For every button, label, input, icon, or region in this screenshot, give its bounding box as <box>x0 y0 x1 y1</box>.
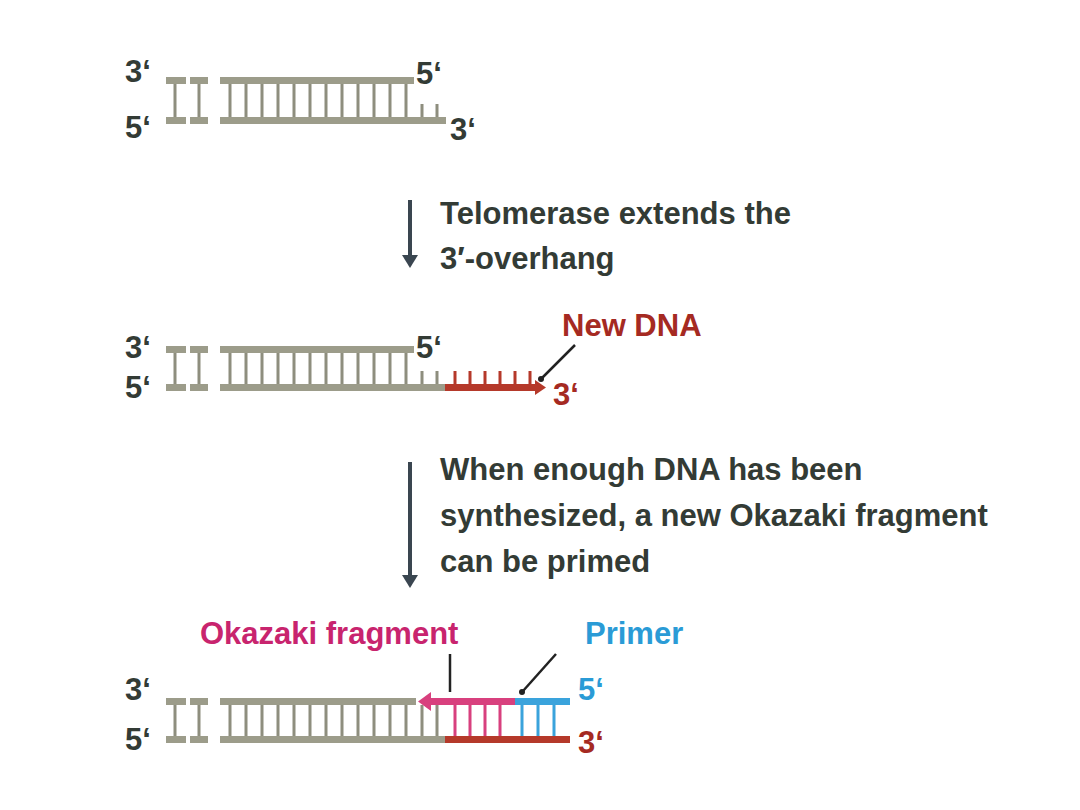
strand-end: 5‘ <box>416 331 442 365</box>
strand-end: 3‘ <box>553 378 579 412</box>
callout-label: New DNA <box>562 309 702 343</box>
step-note: Telomerase extends the 3′-overhang <box>440 191 805 281</box>
strand-end: 3‘ <box>125 331 151 365</box>
strand-end: 5‘ <box>125 371 151 405</box>
callout-label: Okazaki fragment <box>200 617 458 651</box>
process-arrow <box>402 200 418 268</box>
strand-end: 3‘ <box>450 113 476 147</box>
strand-end: 5‘ <box>416 57 442 91</box>
callout-label: Primer <box>585 617 683 651</box>
process-arrow <box>402 462 418 588</box>
strand-end: 5‘ <box>578 673 604 707</box>
dna-duplex-extended <box>166 345 575 395</box>
dna-duplex-primed <box>166 654 570 743</box>
strand-end: 3‘ <box>125 673 151 707</box>
strand-end: 3‘ <box>578 726 604 760</box>
strand-end: 5‘ <box>125 723 151 757</box>
step-note: When enough DNA has been synthesized, a … <box>440 447 1000 585</box>
strand-end: 3‘ <box>125 55 151 89</box>
strand-end: 5‘ <box>125 111 151 145</box>
dna-duplex-before <box>166 77 446 124</box>
